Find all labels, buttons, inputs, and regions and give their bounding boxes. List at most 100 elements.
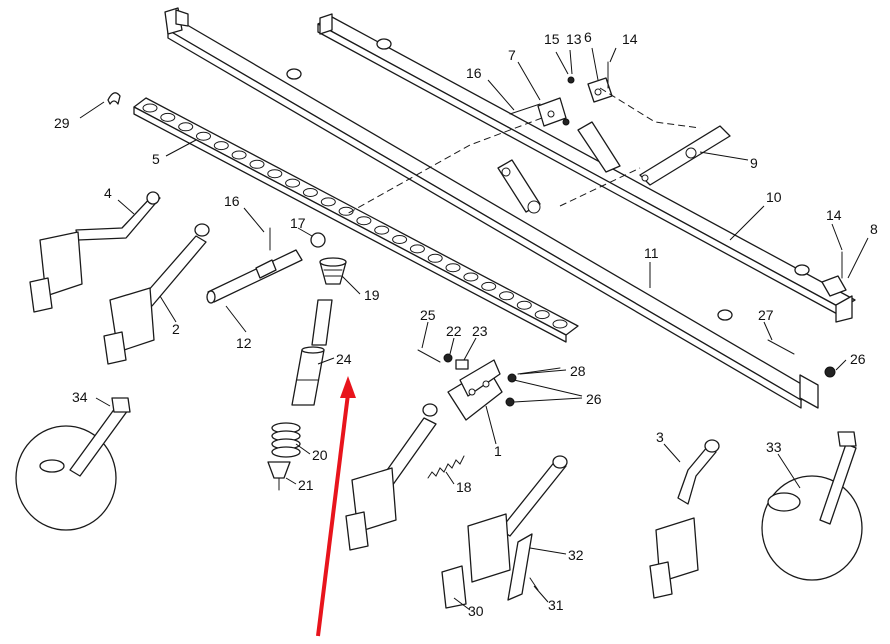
bar-hole: [534, 310, 550, 320]
callout-3: 3: [656, 429, 664, 445]
callout-21: 21: [298, 477, 314, 493]
pointer-arrow: [316, 376, 356, 637]
bar-hole: [320, 197, 336, 207]
bar-hole: [249, 159, 265, 169]
nut-15: [562, 118, 570, 126]
bar-hole: [160, 112, 176, 122]
hitch-frame-9: [497, 121, 731, 214]
screw-31: [529, 577, 539, 591]
row-unit-3: [649, 439, 720, 599]
callout-16-top: 16: [466, 65, 482, 81]
callout-18: 18: [456, 479, 472, 495]
callout-labels: 29 5 4 2 12 16 17 19 24 20 21 34 15 13 6…: [54, 29, 878, 619]
callout-32: 32: [568, 547, 584, 563]
callout-17: 17: [290, 215, 306, 231]
bar-hole: [142, 103, 158, 113]
nut-26-b: [505, 397, 515, 407]
callout-31: 31: [548, 597, 564, 613]
callout-16-left: 16: [224, 193, 240, 209]
spring-20: [271, 422, 301, 458]
bar-hole: [374, 225, 390, 235]
callout-25: 25: [420, 307, 436, 323]
pin-16-top: [509, 103, 541, 115]
gauge-wheel-33: [761, 431, 863, 581]
bar-hole: [178, 122, 194, 132]
leader-lines: [79, 47, 869, 611]
funnel-19: [319, 257, 347, 285]
seed-tube-24: [291, 299, 333, 406]
assembly-lines: [344, 87, 701, 216]
callout-30: 30: [468, 603, 484, 619]
callout-9: 9: [750, 155, 758, 171]
callout-11: 11: [644, 245, 659, 261]
pin-8: [821, 275, 847, 297]
callout-24: 24: [336, 351, 352, 367]
callout-22: 22: [446, 323, 462, 339]
row-unit-2: [103, 223, 210, 365]
bar-hole: [499, 291, 514, 301]
bar-hole: [445, 263, 461, 273]
frame-bar-11: [164, 7, 819, 409]
callout-10: 10: [766, 189, 782, 205]
bar-hole: [356, 216, 372, 226]
spring-18: [427, 455, 465, 479]
callout-13: 13: [566, 31, 582, 47]
bolt-28: [517, 367, 561, 375]
callout-7: 7: [508, 47, 516, 63]
cone-21: [267, 461, 291, 491]
frame-bar-10: [317, 13, 856, 323]
bar-hole: [552, 319, 568, 329]
callout-5: 5: [152, 151, 160, 167]
bar-hole: [302, 188, 318, 197]
callout-4: 4: [104, 185, 112, 201]
bar-hole: [481, 281, 497, 291]
bracket-7: [537, 97, 567, 127]
tube-12: [206, 249, 303, 304]
callout-26: 26: [586, 391, 602, 407]
callout-28: 28: [570, 363, 586, 379]
bar-hole: [338, 206, 354, 216]
bar-hole: [392, 235, 408, 244]
bar-hole: [516, 300, 532, 310]
nut-26-right: [824, 366, 836, 378]
bar-hole: [285, 178, 301, 188]
callout-1: 1: [494, 443, 502, 459]
callout-15: 15: [544, 31, 560, 47]
row-unit-30: [441, 455, 568, 609]
bar-hole: [427, 253, 443, 263]
callout-27: 27: [758, 307, 774, 323]
bolt-27: [767, 339, 795, 355]
callout-23: 23: [472, 323, 488, 339]
row-unit-plain: [345, 403, 438, 551]
mount-bracket-1: [447, 359, 503, 421]
bolt-25: [417, 349, 441, 363]
bar-hole: [267, 169, 283, 179]
bar-hole: [196, 131, 211, 141]
washer-22: [443, 353, 453, 363]
callout-14-right: 14: [826, 207, 842, 223]
perforated-bar-5: [133, 97, 579, 343]
bar-hole: [409, 244, 425, 254]
row-unit-4: [29, 191, 161, 313]
bar-holes: [142, 103, 568, 329]
callout-26-right: 26: [850, 351, 866, 367]
nut-13: [567, 76, 575, 84]
callout-14-top: 14: [622, 31, 638, 47]
clip-29: [107, 92, 121, 105]
nut-26-a: [507, 373, 517, 383]
bar-hole: [231, 150, 247, 160]
bar-hole: [213, 141, 229, 151]
spacer-23: [455, 359, 469, 370]
callout-33: 33: [766, 439, 782, 455]
callout-2: 2: [172, 321, 180, 337]
callout-20: 20: [312, 447, 328, 463]
callout-29: 29: [54, 115, 70, 131]
callout-19: 19: [364, 287, 380, 303]
plate-32: [507, 533, 533, 601]
callout-8: 8: [870, 221, 878, 237]
gauge-wheel-34: [15, 397, 131, 531]
callout-12: 12: [236, 335, 252, 351]
callout-34: 34: [72, 389, 88, 405]
callout-6: 6: [584, 29, 592, 45]
